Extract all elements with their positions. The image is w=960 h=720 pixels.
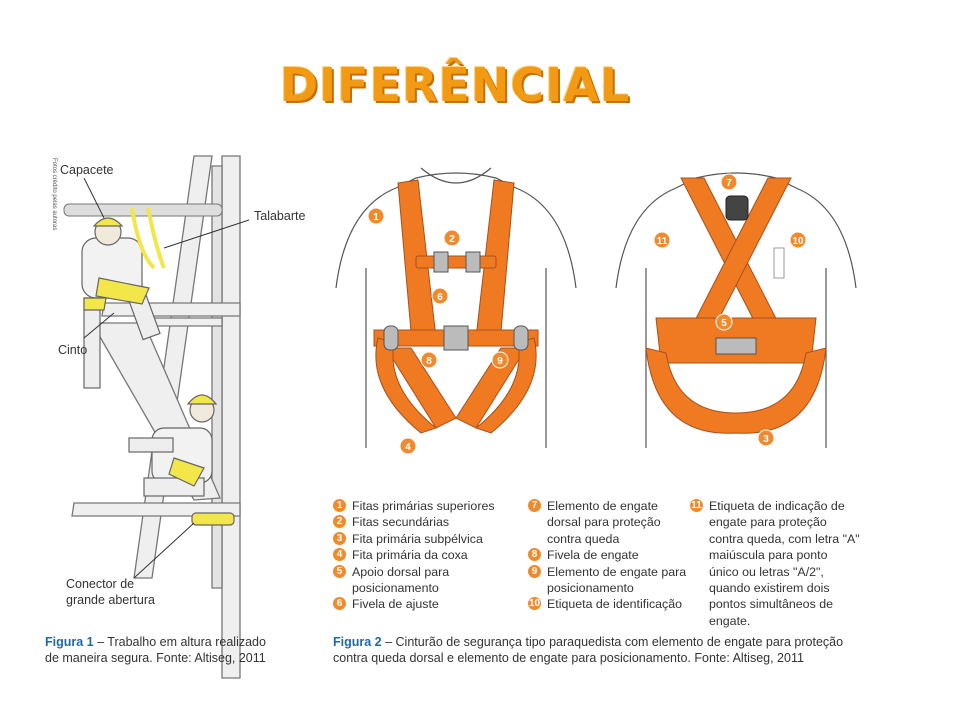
legend-item: 8 Fivela de engate [528,547,688,563]
svg-text:8: 8 [426,356,432,367]
legend-item: 5 Apoio dorsal para posicionamento [333,564,518,597]
back-dorsal-d-ring [725,195,749,221]
legend-text: Fivela de engate [547,548,639,563]
photo-credit: Fotos crédito pelas autoras [51,158,57,230]
legend-item: 9 Elemento de engate para posicionamento [528,564,688,597]
front-harness [373,179,539,434]
legend-number: 3 [333,531,346,545]
figure1-caption-text-1: – Trabalho em altura realizado [93,635,266,649]
marker-9: 9 [491,351,509,369]
legend-number: 9 [528,564,541,578]
legend-text: Fita primária subpélvica [352,531,483,546]
legend-text: Fivela de ajuste [352,597,439,612]
figure1-illustration: Capacete Talabarte Cinto Conector de gra… [51,155,305,679]
legend-text: Apoio dorsal para posicionamento [352,564,450,596]
figure1-caption-label: Figura 1 [45,635,94,649]
marker-3: 3 [757,429,775,447]
front-markers: 1 2 6 8 9 4 7 11 10 5 3 [367,173,807,455]
legend-item: 7 Elemento de engate dorsal para proteção… [528,498,688,547]
top-bar [63,203,223,217]
svg-text:10: 10 [792,236,804,247]
marker-10: 10 [789,231,807,249]
legend-number: 10 [528,597,541,611]
upper-worker [81,217,161,389]
svg-text:7: 7 [726,178,732,189]
figure2-caption-text-2: contra queda dorsal e elemento de engate… [333,651,804,665]
marker-6: 6 [431,287,449,305]
back-label [773,247,785,279]
figure2-caption-label: Figura 2 [333,635,382,649]
slide-title: DIFERÊNCIAL [279,58,631,112]
svg-text:2: 2 [449,234,455,245]
legend-item: 1 Fitas primárias superiores [333,498,518,514]
label-cinto: Cinto [58,343,87,357]
legend-column-1: 1 Fitas primárias superiores 2 Fitas secun… [333,498,518,613]
legend-number: 6 [333,597,346,611]
legend-item: 11 Etiqueta de indicação de engate para p… [690,498,860,629]
svg-text:6: 6 [437,292,443,303]
legend-text: Etiqueta de indicação de engate para pro… [709,499,860,628]
legend-number: 5 [333,564,346,578]
svg-text:11: 11 [657,236,668,247]
svg-text:4: 4 [405,442,411,453]
legend-item: 10 Etiqueta de identificação [528,596,688,612]
marker-4: 4 [399,437,417,455]
legend-number: 4 [333,548,346,562]
figure2-illustration: 1 2 6 8 9 4 7 11 10 5 3 [335,167,857,455]
legend-text: Fitas secundárias [352,515,450,530]
legend-text: Elemento de engate para posicionamento [547,564,687,596]
legend-column-3: 11 Etiqueta de indicação de engate para p… [690,498,860,629]
legend-number: 8 [528,548,541,562]
svg-text:5: 5 [721,318,727,329]
legend-column-2: 7 Elemento de engate dorsal para proteção… [528,498,688,613]
marker-8: 8 [420,351,438,369]
front-buckles [383,251,529,351]
lower-worker [128,394,235,526]
legend-text: Fitas primárias superiores [352,499,495,513]
label-conector-2: grande abertura [66,593,155,607]
label-conector-1: Conector de [66,577,134,591]
marker-11: 11 [653,231,671,249]
lanyard [130,207,166,270]
legend-text: Fita primária da coxa [352,548,468,563]
front-torso [335,167,577,448]
marker-2: 2 [443,229,461,247]
legend-text: Elemento de engate dorsal para proteção … [547,499,661,546]
svg-text:9: 9 [497,356,503,367]
back-buckle [715,337,757,355]
marker-7: 7 [720,173,738,191]
legend-number: 2 [333,515,346,529]
legend-item: 2 Fitas secundárias [333,514,518,530]
back-harness [645,177,827,434]
marker-5: 5 [715,313,733,331]
svg-text:1: 1 [373,212,379,223]
figure1-caption: Figura 1 – Trabalho em altura realizado … [45,634,315,666]
svg-text:3: 3 [763,434,769,445]
legend-number: 1 [333,499,346,512]
label-capacete: Capacete [60,163,114,177]
legend-text: Etiqueta de identificação [547,597,683,612]
legend-item: 6 Fivela de ajuste [333,596,518,612]
back-torso [615,172,857,448]
legend-number: 11 [690,499,703,512]
marker-1: 1 [367,207,385,225]
legend-number: 7 [528,499,541,512]
legend-item: 4 Fita primária da coxa [333,547,518,563]
legend-item: 3 Fita primária subpélvica [333,531,518,547]
figure1-caption-text-2: de maneira segura. Fonte: Altiseg, 2011 [45,651,266,665]
label-talabarte: Talabarte [254,209,305,223]
figure2-caption-text-1: – Cinturão de segurança tipo paraquedist… [381,635,844,649]
figure2-caption: Figura 2 – Cinturão de segurança tipo pa… [333,634,873,666]
